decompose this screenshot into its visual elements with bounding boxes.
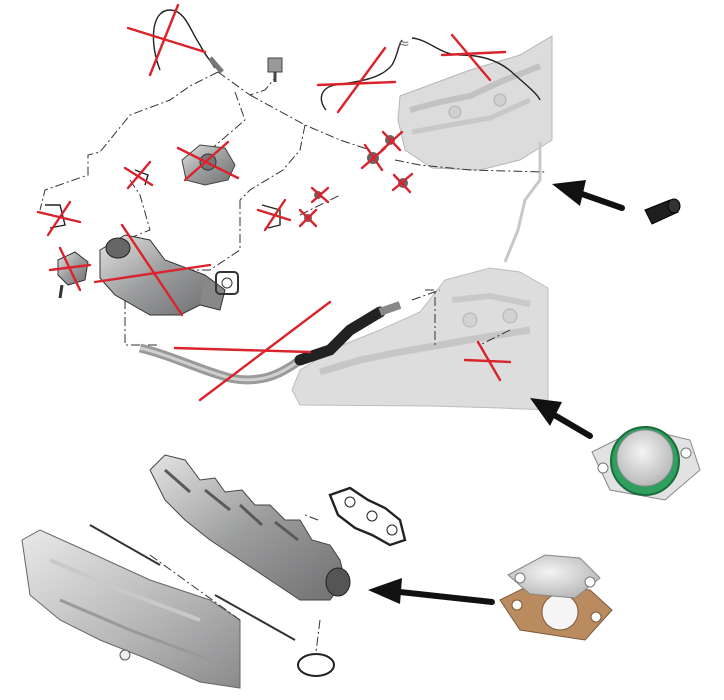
red-x-icon <box>126 3 207 77</box>
svg-text:≈: ≈ <box>398 36 410 52</box>
egr-blanking-plate-with-seal <box>591 426 701 501</box>
red-x-icon <box>463 340 512 382</box>
red-x-icon <box>48 246 92 292</box>
manifold-gasket <box>328 486 407 547</box>
red-x-icon <box>391 172 414 194</box>
red-x-icon <box>440 33 507 82</box>
red-x-icon <box>256 198 292 232</box>
black-arrow-icon <box>530 398 562 426</box>
engine-block-lower <box>291 267 549 411</box>
red-x-icon <box>36 200 82 237</box>
egr-cooler <box>99 234 239 316</box>
guide-tube <box>503 142 542 263</box>
red-x-icon <box>173 300 332 402</box>
pointer-arrow-2 <box>530 398 593 439</box>
red-x-icon <box>360 143 387 172</box>
red-x-icon <box>316 46 397 114</box>
exhaust-seal-ring <box>297 653 335 677</box>
red-x-icon <box>93 223 212 317</box>
red-x-icon <box>298 208 318 228</box>
blanking-plate-and-gasket <box>499 554 613 641</box>
black-arrow-icon <box>368 578 402 604</box>
clamp-set <box>304 135 408 222</box>
black-arrow-icon <box>552 180 586 206</box>
egr-valve-actuator <box>181 144 236 186</box>
exhaust-manifold <box>149 454 351 601</box>
pointer-arrow-1 <box>552 180 625 211</box>
pointer-arrow-3 <box>368 578 495 605</box>
heat-shield <box>21 529 241 689</box>
red-x-icon <box>380 130 404 152</box>
rubber-plug <box>644 198 681 225</box>
assembly-lines-lower <box>149 514 321 653</box>
coolant-hose-right: ≈ <box>320 36 541 111</box>
studs <box>89 524 296 641</box>
red-x-icon <box>176 140 240 182</box>
cylinder-head-upper <box>397 35 553 171</box>
pipe-fittings-left <box>45 169 281 229</box>
red-x-icon <box>123 160 154 190</box>
removal-marks <box>36 3 512 402</box>
bolt-fitting <box>267 57 283 82</box>
assembly-lines-upper <box>39 71 546 346</box>
red-x-icon <box>310 186 330 204</box>
